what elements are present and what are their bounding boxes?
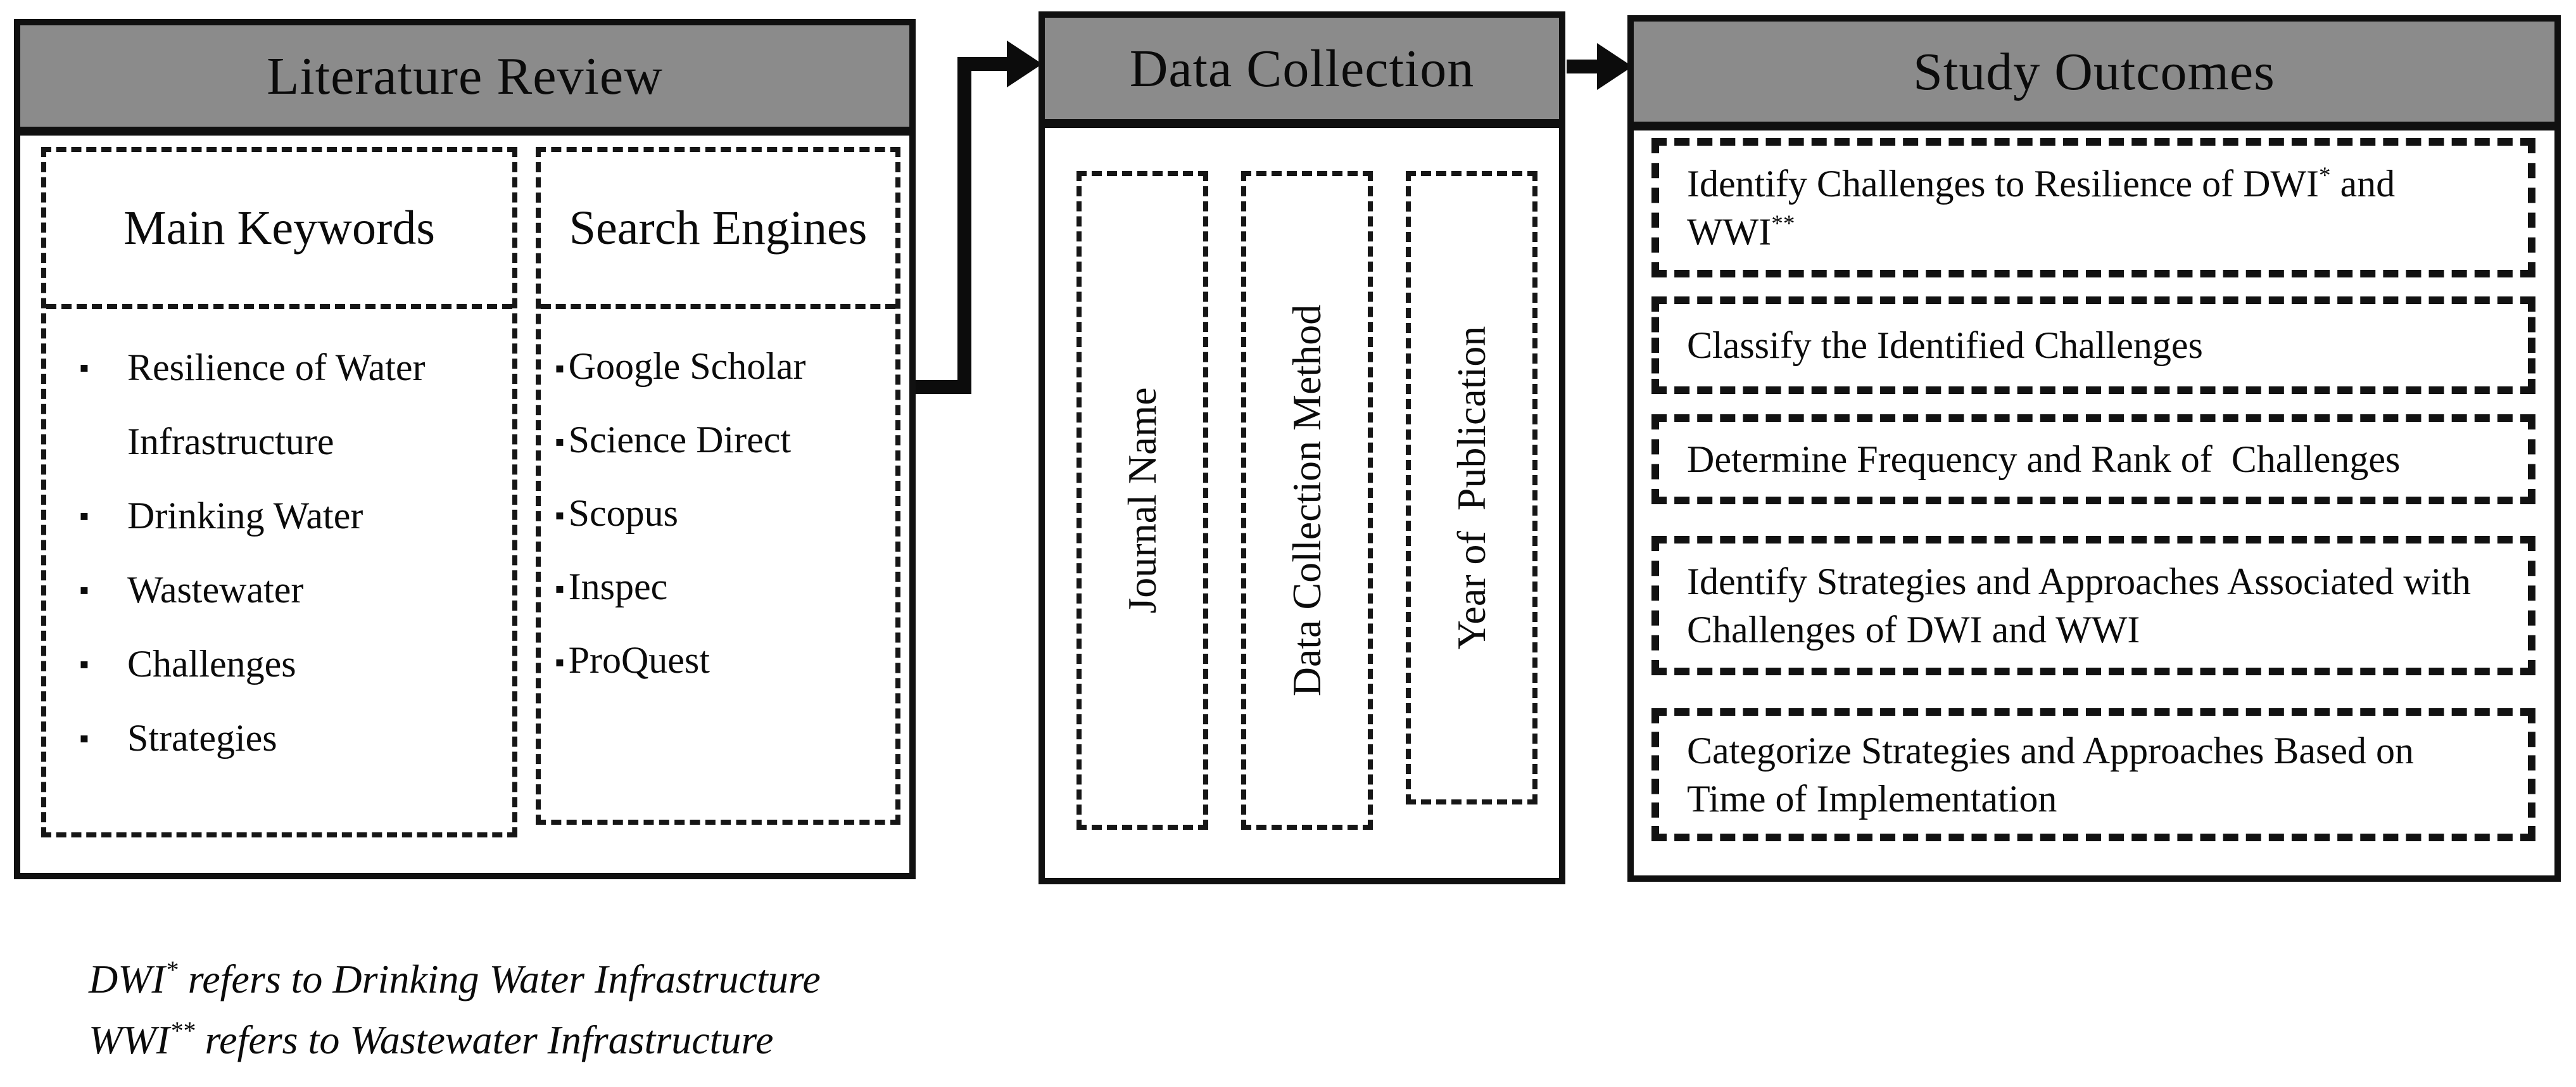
search-engine-text: ProQuest <box>568 639 710 681</box>
main-keywords-title: Main Keywords <box>46 152 512 309</box>
search-engine-list: ▪Google Scholar ▪Science Direct ▪Scopus … <box>541 309 895 698</box>
outcome-text-segment: Identify Challenges to Resilience of DWI <box>1687 163 2320 205</box>
arrow-segment-horizontal <box>1567 60 1600 73</box>
keyword-item: ▪ Resilience of Water Infrastructure <box>46 331 512 479</box>
search-engine-text: Google Scholar <box>568 345 806 387</box>
outcome-text: Categorize Strategies and Approaches Bas… <box>1687 730 2423 820</box>
asterisk-superscript: ** <box>1771 211 1795 237</box>
footnote-text: refers to Drinking Water Infrastructure <box>177 957 821 1001</box>
square-bullet-icon: ▪ <box>79 352 89 383</box>
outcome-identify-strategies: Identify Strategies and Approaches Assoc… <box>1651 536 2535 675</box>
footnotes: DWI* refers to Drinking Water Infrastruc… <box>89 949 821 1071</box>
square-bullet-icon: ▪ <box>555 573 565 604</box>
square-bullet-icon: ▪ <box>555 426 565 457</box>
search-engine-item: ▪Science Direct <box>541 404 895 478</box>
outcome-text: Identify Strategies and Approaches Assoc… <box>1687 561 2481 651</box>
arrowhead-right-icon <box>1007 41 1042 87</box>
keyword-item: ▪ Drinking Water <box>46 479 512 553</box>
study-outcomes-header: Study Outcomes <box>1634 22 2554 130</box>
keyword-list: ▪ Resilience of Water Infrastructure ▪ D… <box>46 309 512 775</box>
keyword-text: Drinking Water <box>127 495 363 537</box>
asterisk-superscript: * <box>2319 163 2331 189</box>
square-bullet-icon: ▪ <box>79 723 89 754</box>
keyword-item: ▪ Challenges <box>46 627 512 701</box>
literature-review-panel: Literature Review Main Keywords ▪ Resili… <box>14 19 916 879</box>
keyword-text: Strategies <box>127 717 277 759</box>
footnote-dwi: DWI* refers to Drinking Water Infrastruc… <box>89 949 821 1010</box>
search-engine-text: Inspec <box>568 566 668 607</box>
asterisk-superscript: * <box>165 956 178 984</box>
search-engine-item: ▪Scopus <box>541 478 895 551</box>
outcome-determine-frequency: Determine Frequency and Rank of Challeng… <box>1651 414 2535 504</box>
year-of-publication-column: Year of Publication <box>1406 171 1537 804</box>
square-bullet-icon: ▪ <box>555 647 565 678</box>
study-outcomes-title: Study Outcomes <box>1913 42 2275 101</box>
data-collection-header: Data Collection <box>1045 18 1559 128</box>
search-engines-title: Search Engines <box>541 152 895 309</box>
data-collection-panel: Data Collection Journal Name Data Collec… <box>1039 11 1565 884</box>
search-engine-text: Scopus <box>568 492 678 534</box>
asterisk-superscript: ** <box>169 1017 195 1045</box>
search-engine-item: ▪Inspec <box>541 551 895 625</box>
year-of-publication-label: Year of Publication <box>1449 326 1494 650</box>
data-collection-method-column: Data Collection Method <box>1241 171 1373 830</box>
main-keywords-box: Main Keywords ▪ Resilience of Water Infr… <box>41 147 517 837</box>
keyword-item: ▪ Wastewater <box>46 553 512 627</box>
search-engine-item: ▪ProQuest <box>541 625 895 698</box>
search-engine-text: Science Direct <box>568 419 792 461</box>
keyword-item: ▪ Strategies <box>46 701 512 775</box>
arrowhead-right-icon <box>1597 43 1632 90</box>
square-bullet-icon: ▪ <box>555 500 565 531</box>
square-bullet-icon: ▪ <box>79 649 89 680</box>
square-bullet-icon: ▪ <box>555 353 565 384</box>
arrow-segment-vertical <box>957 57 971 394</box>
journal-name-column: Journal Name <box>1076 171 1208 830</box>
square-bullet-icon: ▪ <box>79 575 89 606</box>
outcome-classify-challenges: Classify the Identified Challenges <box>1651 296 2535 394</box>
search-engines-box: Search Engines ▪Google Scholar ▪Science … <box>536 147 900 825</box>
study-outcomes-panel: Study Outcomes Identify Challenges to Re… <box>1627 15 2561 882</box>
data-collection-method-label: Data Collection Method <box>1284 304 1329 697</box>
footnote-term: DWI <box>89 957 165 1001</box>
square-bullet-icon: ▪ <box>79 500 89 531</box>
keyword-text: Challenges <box>127 643 296 685</box>
literature-review-title: Literature Review <box>267 46 663 106</box>
search-engine-item: ▪Google Scholar <box>541 331 895 404</box>
outcome-text: Classify the Identified Challenges <box>1687 324 2203 366</box>
arrow-segment-horizontal-upper <box>971 57 1008 71</box>
journal-name-label: Journal Name <box>1120 387 1165 614</box>
outcome-categorize-strategies: Categorize Strategies and Approaches Bas… <box>1651 708 2535 841</box>
keyword-text: Resilience of Water Infrastructure <box>127 346 426 462</box>
outcome-text: Identify Challenges to Resilience of DWI… <box>1687 163 2404 253</box>
keyword-text: Wastewater <box>127 569 304 611</box>
outcome-identify-challenges: Identify Challenges to Resilience of DWI… <box>1651 138 2535 277</box>
footnote-wwi: WWI** refers to Wastewater Infrastructur… <box>89 1010 821 1071</box>
footnote-text: refers to Wastewater Infrastructure <box>194 1017 774 1062</box>
literature-review-header: Literature Review <box>20 25 909 136</box>
footnote-term: WWI <box>89 1017 170 1062</box>
data-collection-title: Data Collection <box>1129 39 1475 98</box>
outcome-text-segment: and WWI <box>1687 163 2404 253</box>
outcome-text: Determine Frequency and Rank of Challeng… <box>1687 438 2401 480</box>
